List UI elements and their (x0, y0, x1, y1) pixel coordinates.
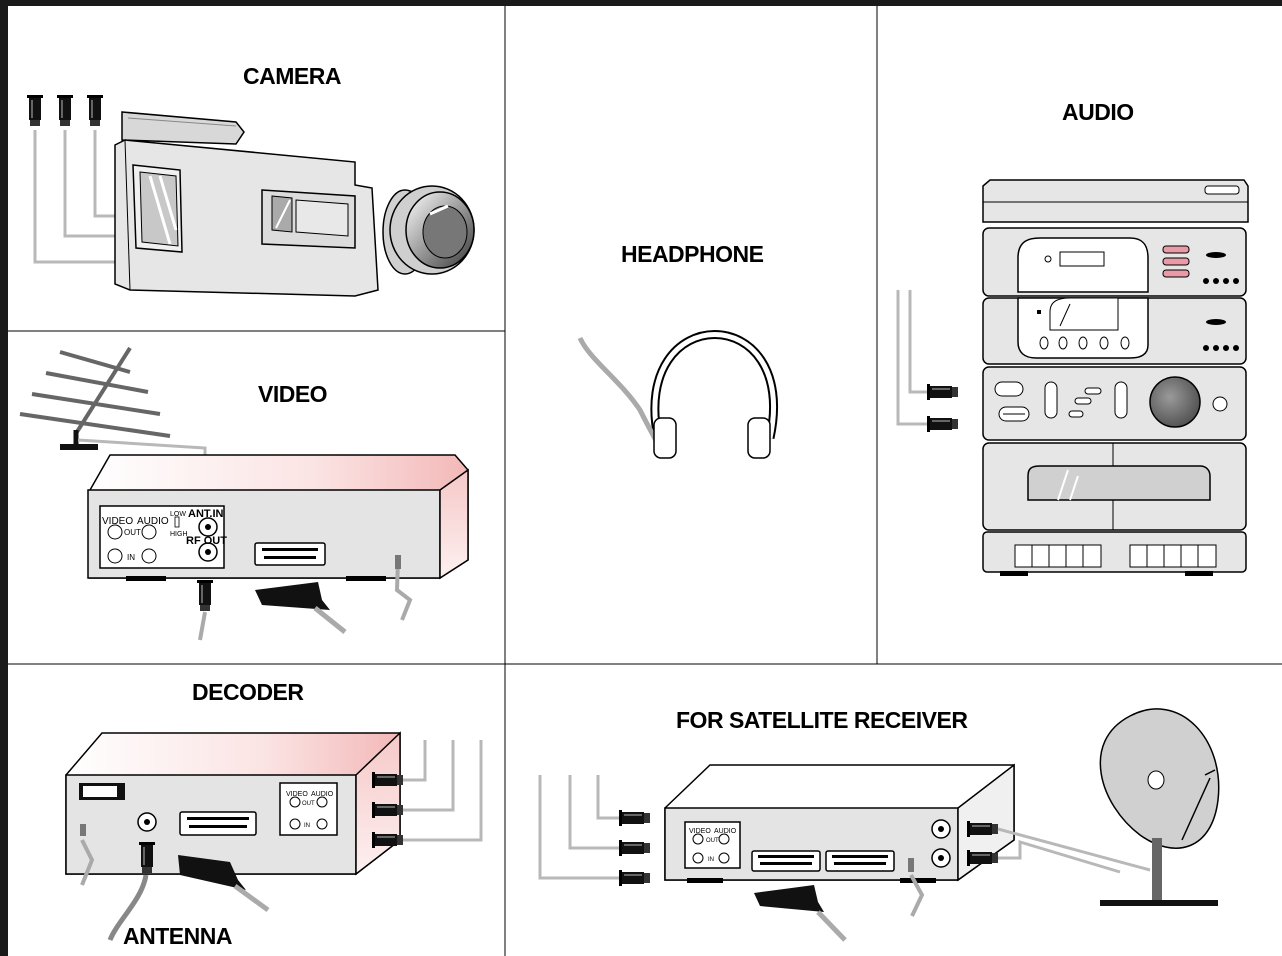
video-panel-in-label: IN (127, 553, 135, 562)
satellite-receiver-illustration (538, 708, 1220, 942)
antenna-icon (19, 346, 171, 438)
decoder-panel-out-label: OUT (302, 801, 315, 807)
decoder-panel-in-label: IN (304, 823, 310, 829)
video-panel-rfout-label: RF OUT (186, 535, 227, 547)
video-panel-high-label: HIGH (170, 531, 188, 538)
video-title: VIDEO (258, 381, 327, 407)
headphone-illustration (577, 330, 779, 459)
cable-plug-icon (619, 840, 650, 856)
decoder-panel-video-label: VIDEO (286, 791, 308, 798)
cable-plug-icon (927, 416, 958, 432)
camera-title: CAMERA (243, 63, 341, 89)
audio-title: AUDIO (1062, 99, 1134, 125)
video-panel-low-label: LOW (170, 511, 186, 518)
video-panel-audio-label: AUDIO (137, 516, 169, 527)
video-panel-out-label: OUT (124, 528, 141, 537)
cable-plug-icon (927, 384, 958, 400)
decoder-illustration (65, 731, 483, 942)
cable-plug-icon (619, 870, 650, 886)
satellite-panel-audio-label: AUDIO (714, 828, 737, 835)
satellite-panel-out-label: OUT (706, 838, 719, 844)
decoder-panel-audio-label: AUDIO (311, 791, 334, 798)
antenna-label: ANTENNA (123, 923, 232, 949)
cable-plug-icon (87, 95, 103, 126)
headphone-title: HEADPHONE (621, 241, 764, 267)
audio-illustration (896, 179, 1249, 576)
cable-plug-icon (197, 580, 213, 611)
camera-illustration (27, 95, 475, 297)
satellite-panel-video-label: VIDEO (689, 828, 711, 835)
video-illustration (19, 346, 469, 641)
satellite-panel-in-label: IN (708, 857, 714, 863)
satellite-title: FOR SATELLITE RECEIVER (676, 707, 968, 733)
video-panel-video-label: VIDEO (102, 516, 133, 527)
decoder-title: DECODER (192, 679, 304, 705)
video-panel-antin-label: ANT.IN (188, 508, 224, 520)
cable-plug-icon (27, 95, 43, 126)
cable-plug-icon (57, 95, 73, 126)
cable-plug-icon (619, 810, 650, 826)
